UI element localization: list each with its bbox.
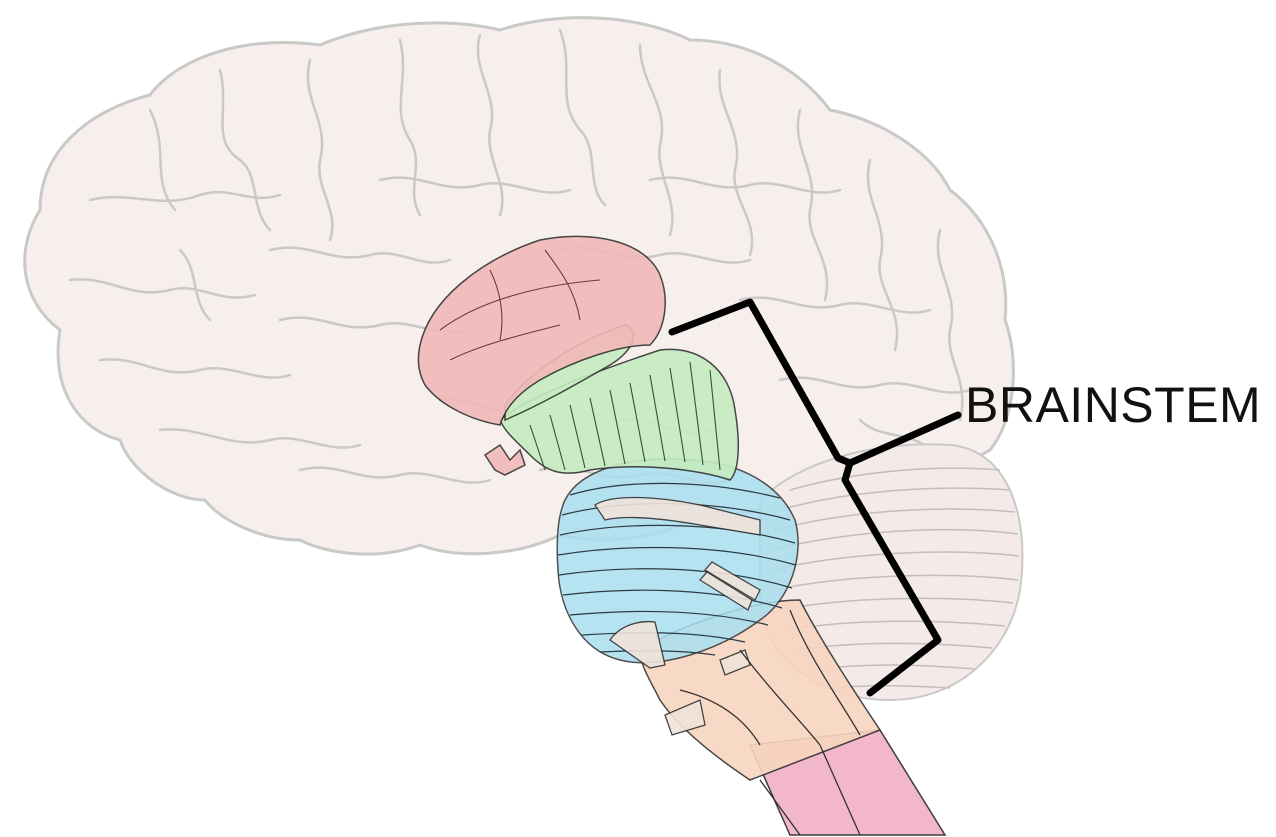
- brainstem-label: BRAINSTEM: [965, 377, 1261, 433]
